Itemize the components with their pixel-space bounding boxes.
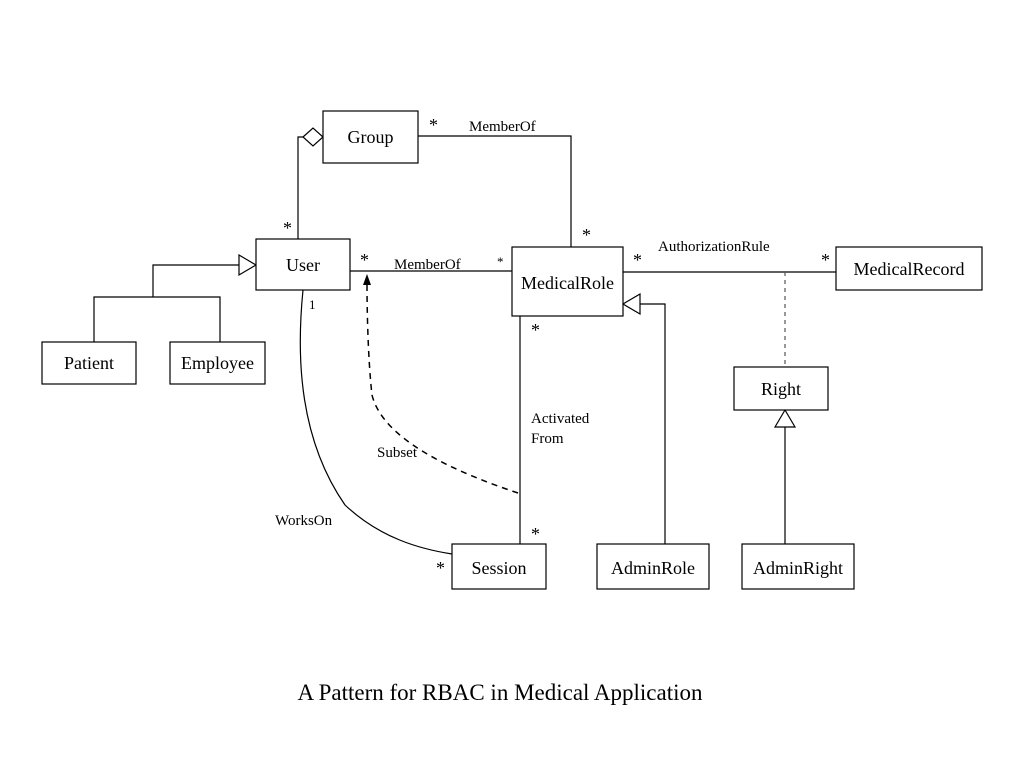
class-medical-role-label: MedicalRole bbox=[521, 273, 614, 293]
multiplicity-user-memberof: * bbox=[360, 250, 369, 270]
right-generalization-triangle-icon bbox=[773, 408, 797, 428]
subset-dashed-line bbox=[366, 284, 519, 494]
class-medical-record: MedicalRecord bbox=[835, 246, 983, 291]
works-on-line bbox=[299, 289, 453, 555]
subset-label: Subset bbox=[377, 445, 418, 461]
class-user: User bbox=[255, 238, 351, 291]
diagram-title: A Pattern for RBAC in Medical Applicatio… bbox=[297, 680, 703, 705]
multiplicity-record-authorization: * bbox=[821, 250, 830, 270]
works-on-label: WorksOn bbox=[275, 513, 333, 529]
multiplicity-session-workson: * bbox=[436, 558, 445, 578]
class-admin-right-label: AdminRight bbox=[753, 558, 843, 578]
class-admin-role-label: AdminRole bbox=[611, 558, 695, 578]
subset-arrow-icon bbox=[363, 274, 371, 285]
authorization-rule-label: AuthorizationRule bbox=[658, 239, 770, 255]
class-session-label: Session bbox=[471, 558, 526, 578]
multiplicity-user-workson: 1 bbox=[309, 297, 316, 312]
role-generalization-line bbox=[640, 303, 666, 544]
class-right: Right bbox=[733, 366, 829, 411]
class-session: Session bbox=[451, 543, 547, 590]
class-medical-role: MedicalRole bbox=[511, 246, 624, 317]
user-generalization-line bbox=[93, 264, 239, 342]
multiplicity-role-memberof: * bbox=[497, 254, 504, 269]
class-employee: Employee bbox=[169, 341, 266, 385]
from-label: From bbox=[531, 431, 564, 447]
class-patient-label: Patient bbox=[64, 353, 114, 373]
group-memberof-line bbox=[418, 135, 572, 247]
multiplicity-role-group: * bbox=[582, 225, 591, 245]
multiplicity-role-activated: * bbox=[531, 320, 540, 340]
class-medical-record-label: MedicalRecord bbox=[854, 259, 965, 279]
user-memberof-label: MemberOf bbox=[394, 257, 461, 273]
user-group-aggregation-line bbox=[297, 136, 303, 239]
multiplicity-role-authorization: * bbox=[633, 250, 642, 270]
aggregation-diamond-icon bbox=[302, 127, 324, 147]
group-memberof-label: MemberOf bbox=[469, 119, 536, 135]
user-generalization-triangle-icon bbox=[238, 253, 258, 277]
class-employee-label: Employee bbox=[181, 353, 254, 373]
class-right-label: Right bbox=[761, 379, 801, 399]
class-admin-right: AdminRight bbox=[741, 543, 855, 590]
class-user-label: User bbox=[286, 255, 320, 275]
class-admin-role: AdminRole bbox=[596, 543, 710, 590]
class-patient: Patient bbox=[41, 341, 137, 385]
multiplicity-user-group: * bbox=[283, 218, 292, 238]
multiplicity-session-activated: * bbox=[531, 524, 540, 544]
role-generalization-triangle-icon bbox=[621, 292, 641, 316]
class-group-label: Group bbox=[348, 127, 394, 147]
class-group: Group bbox=[322, 110, 419, 164]
multiplicity-group-memberof: * bbox=[429, 115, 438, 135]
activated-label: Activated bbox=[531, 411, 590, 427]
